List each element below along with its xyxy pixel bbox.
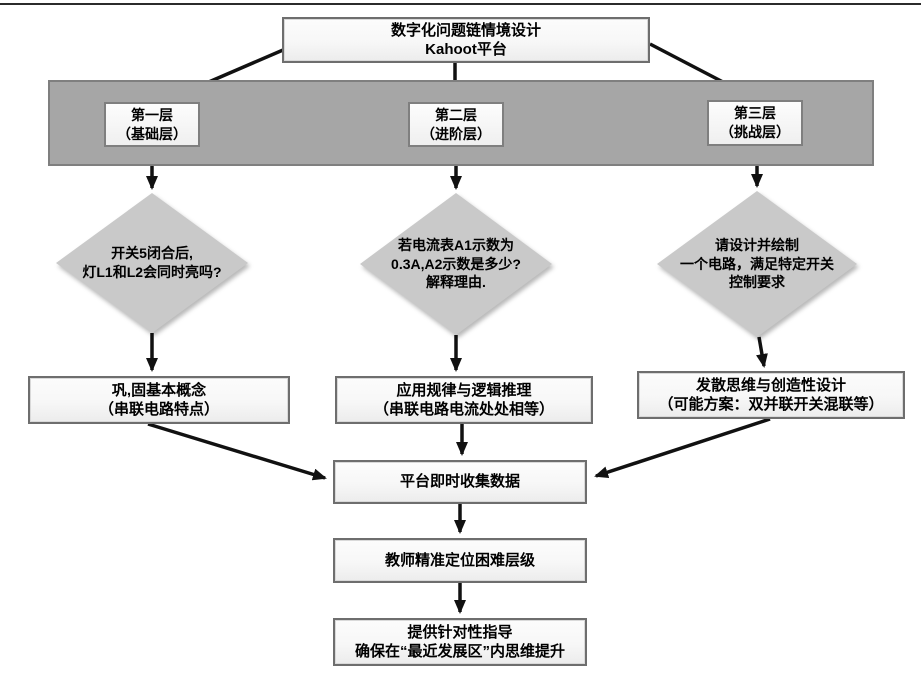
start-node: 数字化问题链情境设计 Kahoot平台 [282,17,650,63]
outcome2-line2: （串联电路电流处处相等） [373,401,554,418]
targeted-guidance-node: 提供针对性指导 确保在“最近发展区”内思维提升 [333,618,587,666]
outcome3-line2: （可能方案：双并联开关混联等） [658,396,884,413]
tier-node-advanced: 第二层 （进阶层） [408,102,504,147]
question3-line1: 请设计并绘制 [715,236,799,253]
arrow-outcome1-to-collect [147,422,327,481]
outcome1-line2: （串联电路特点） [98,401,219,418]
collect-data-node: 平台即时收集数据 [333,460,587,504]
collect-data-line1: 平台即时收集数据 [399,473,520,491]
arrow-q3-to-outcome3 [756,336,768,368]
locate-difficulty-line1: 教师精准定位困难层级 [384,551,535,569]
targeted-guidance-line2: 确保在“最近发展区”内思维提升 [354,643,565,660]
tier-node-challenge: 第三层 （挑战层） [707,100,803,146]
tier-challenge-line2: （挑战层） [720,124,790,140]
question3-line3: 控制要求 [729,274,785,291]
question1-diamond-wrap: 开关5闭合后, 灯L1和L2会同时亮吗? [56,193,248,333]
outcome3-node: 发散思维与创造性设计 （可能方案：双并联开关混联等） [637,371,905,419]
tier-advanced-line2: （进阶层） [421,125,491,142]
question2-diamond-wrap: 若电流表A1示数为 0.3A,A2示数是多少? 解释理由. [360,193,552,335]
question1-line2: 灯L1和L2会同时亮吗? [82,264,222,280]
outcome1-line1: 巩,固基本概念 [111,381,207,399]
start-node-line2: Kahoot平台 [425,41,507,58]
question2-line2: 0.3A,A2示数是多少? [391,255,521,272]
question3-line2: 一个电路，满足特定开关 [680,255,834,272]
top-divider-line [0,3,921,5]
question1-line1: 开关5闭合后, [111,245,193,262]
question2-line3: 解释理由. [426,274,486,291]
tier-basic-line1: 第一层 [131,106,173,123]
outcome2-line1: 应用规律与逻辑推理 [396,381,532,399]
locate-difficulty-node: 教师精准定位困难层级 [333,538,587,583]
start-node-line1: 数字化问题链情境设计 [390,21,541,39]
question3-diamond-wrap: 请设计并绘制 一个电路，满足特定开关 控制要求 [657,191,857,337]
tier-node-basic: 第一层 （基础层） [104,102,200,147]
tier-basic-line2: （基础层） [117,125,187,142]
question1-diamond: 开关5闭合后, 灯L1和L2会同时亮吗? [56,193,248,333]
outcome1-node: 巩,固基本概念 （串联电路特点） [28,376,290,424]
outcome3-line1: 发散思维与创造性设计 [695,376,846,394]
tier-challenge-line1: 第三层 [734,105,776,122]
tier-advanced-line1: 第二层 [435,106,477,123]
question2-diamond: 若电流表A1示数为 0.3A,A2示数是多少? 解释理由. [360,193,552,335]
question3-diamond: 请设计并绘制 一个电路，满足特定开关 控制要求 [657,191,857,337]
targeted-guidance-line1: 提供针对性指导 [407,623,513,641]
arrow-outcome3-to-collect [594,417,771,478]
outcome2-node: 应用规律与逻辑推理 （串联电路电流处处相等） [335,376,593,424]
question2-line1: 若电流表A1示数为 [398,236,514,253]
